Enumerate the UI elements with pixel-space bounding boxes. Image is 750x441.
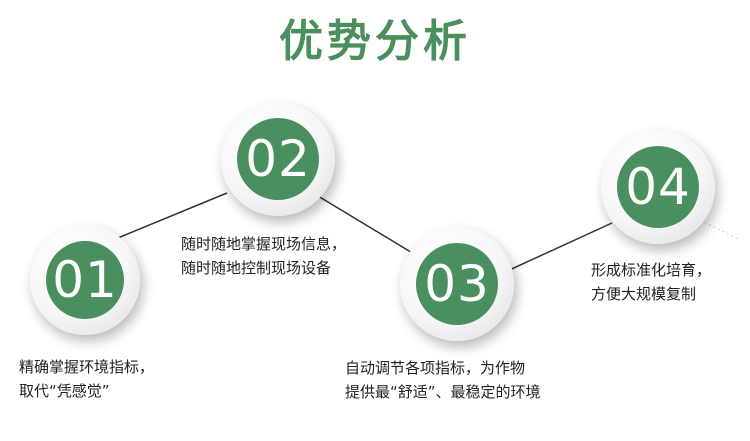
step-number-02: 02 <box>237 118 319 200</box>
step-caption-02-line-2: 随时随地控制现场设备 <box>181 259 332 277</box>
step-number-01: 01 <box>46 241 124 319</box>
step-caption-01-line-2: 取代“凭感觉” <box>19 382 110 400</box>
connector-02-03 <box>317 195 425 261</box>
page-title: 优势分析 <box>279 16 471 67</box>
step-caption-04-line-1: 形成标准化培育， <box>591 261 712 279</box>
step-number-04: 04 <box>617 146 699 228</box>
step-caption-02-line-1: 随时随地掌握现场信息， <box>181 235 347 253</box>
connector-03-04 <box>504 222 613 273</box>
step-node-02: 02 <box>221 102 335 216</box>
connector-01-02 <box>112 192 228 241</box>
step-caption-04-line-2: 方便大规模复制 <box>591 285 697 303</box>
step-node-01: 01 <box>30 225 140 335</box>
connector-04-tail <box>699 219 741 241</box>
step-node-04: 04 <box>601 130 715 244</box>
step-caption-03-line-2: 提供最“舒适”、最稳定的环境 <box>345 383 541 401</box>
step-node-03: 03 <box>400 227 514 341</box>
step-caption-01-line-1: 精确掌握环境指标， <box>19 358 155 376</box>
step-number-03: 03 <box>416 243 498 325</box>
step-caption-04: 形成标准化培育， 方便大规模复制 <box>591 258 711 306</box>
step-caption-02: 随时随地掌握现场信息， 随时随地控制现场设备 <box>181 232 346 280</box>
step-caption-03-line-1: 自动调节各项指标，为作物 <box>345 359 526 377</box>
step-caption-03: 自动调节各项指标，为作物 提供最“舒适”、最稳定的环境 <box>345 356 541 404</box>
step-caption-01: 精确掌握环境指标， 取代“凭感觉” <box>19 355 154 403</box>
